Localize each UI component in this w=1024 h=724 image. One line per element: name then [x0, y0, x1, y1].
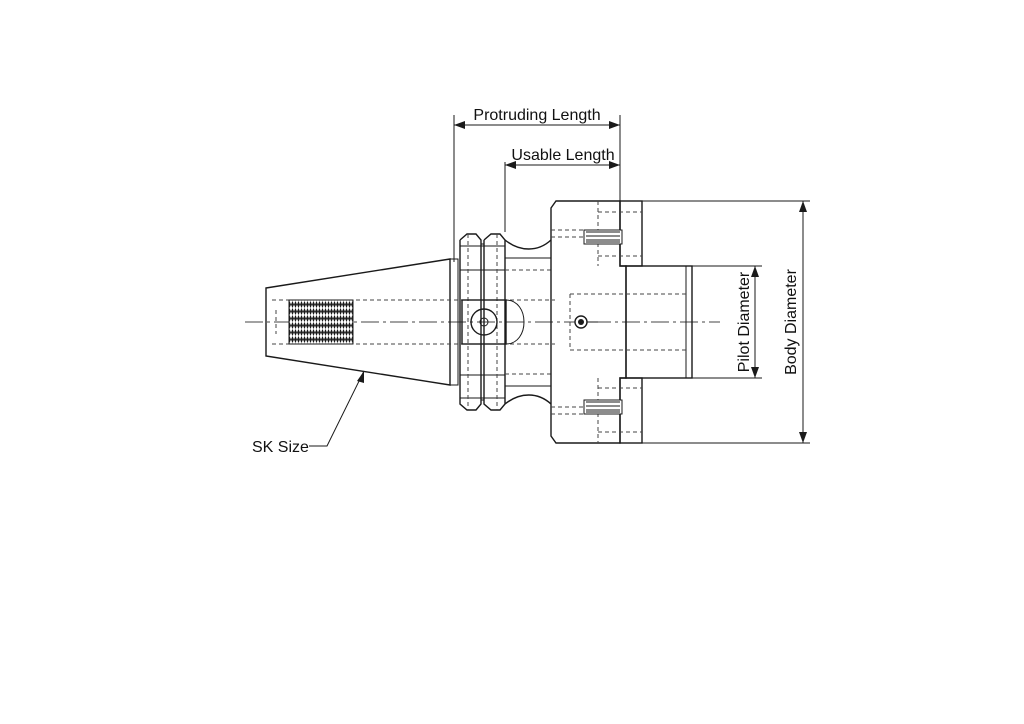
body-diameter-dimension: [642, 200, 810, 444]
usable-length-dimension: [504, 161, 620, 232]
pilot-diameter-label: Pilot Diameter: [736, 271, 753, 372]
bottom-clamp-screw: [551, 399, 623, 415]
protruding-length-dimension: [453, 115, 621, 262]
protruding-length-label: Protruding Length: [473, 107, 600, 124]
body-diameter-label: Body Diameter: [783, 268, 800, 374]
top-clamp-screw: [551, 229, 623, 245]
coolant-screw: [574, 315, 598, 329]
pilot: [625, 265, 693, 379]
usable-length-label: Usable Length: [511, 147, 614, 164]
orientation-notch: [461, 299, 525, 345]
sk-size-label: SK Size: [252, 439, 309, 456]
v-flange: [459, 233, 506, 411]
retention-thread: [288, 299, 354, 345]
pilot-diameter-dimension: [692, 265, 762, 379]
neck: [504, 239, 552, 405]
sk-size-leader: [309, 370, 365, 447]
